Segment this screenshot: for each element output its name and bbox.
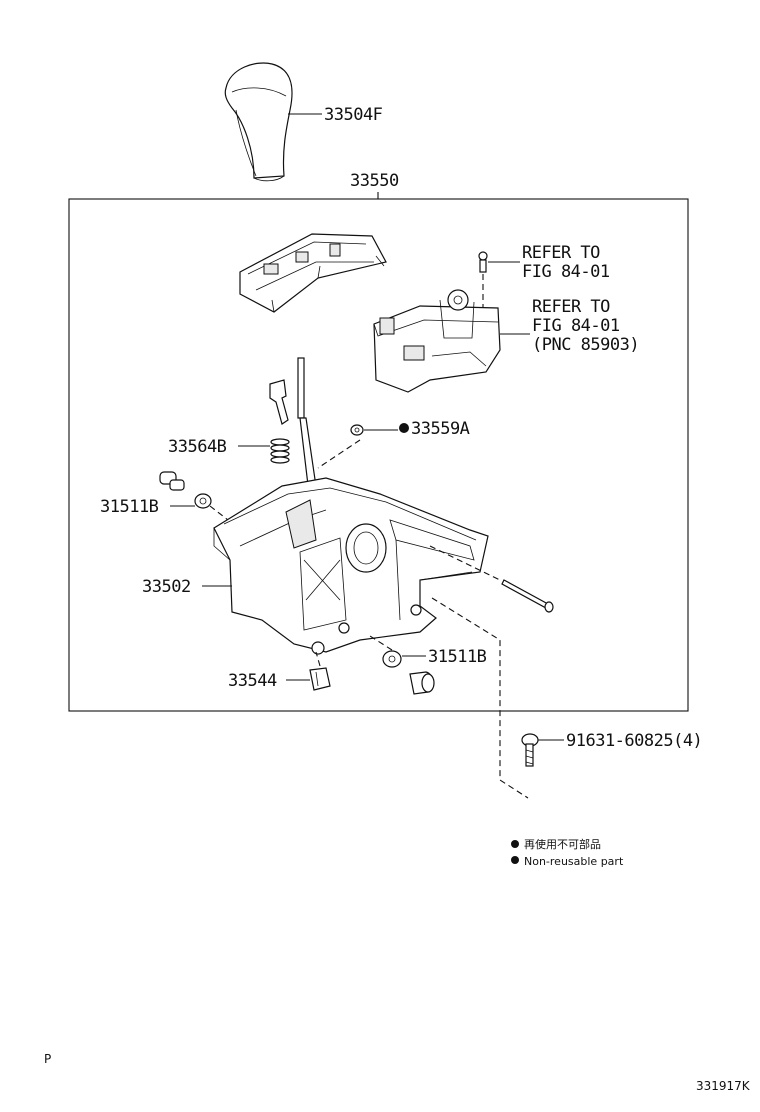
- page-marker: P: [44, 1052, 51, 1066]
- bushing-left-illustration: [159, 471, 212, 509]
- legend-bullet-icon-jp: [511, 840, 519, 848]
- label-33544: 33544: [228, 671, 277, 691]
- label-33550: 33550: [350, 171, 399, 191]
- selector-unit-illustration: [373, 289, 501, 393]
- non-reusable-marker-icon: [399, 423, 409, 433]
- dashed-line-pin: [429, 545, 501, 581]
- dashed-line-bushing-right: [369, 635, 393, 651]
- label-31511b-right: 31511B: [428, 647, 487, 667]
- label-refer-2-line1: REFER TO: [532, 297, 610, 317]
- indicator-cover-illustration: [239, 233, 387, 313]
- clip-illustration: [309, 667, 331, 691]
- dashed-line-clip: [315, 651, 321, 667]
- detent-pin-illustration: [269, 379, 289, 425]
- label-33502: 33502: [142, 577, 191, 597]
- legend-text-jp: 再使用不可部品: [524, 837, 601, 851]
- cushion-illustration: [350, 424, 364, 436]
- legend-bullet-icon-en: [511, 856, 519, 864]
- screw-illustration: [478, 251, 488, 273]
- shift-housing-illustration: [213, 477, 489, 655]
- label-33504f: 33504F: [324, 105, 383, 125]
- label-33564b: 33564B: [168, 437, 227, 457]
- label-31511b-left: 31511B: [100, 497, 159, 517]
- label-refer-2-line2: FIG 84-01: [532, 316, 620, 336]
- assembly-frame: [68, 198, 689, 712]
- mounting-bolt-illustration: [521, 733, 539, 767]
- label-refer-1-line2: FIG 84-01: [522, 262, 610, 282]
- legend-text-en: Non-reusable part: [524, 855, 624, 868]
- label-refer-2-line3: (PNC 85903): [532, 335, 639, 355]
- dashed-line-bushing-left: [209, 505, 229, 521]
- shift-knob-illustration: [224, 62, 293, 182]
- dashed-line-bolt: [431, 597, 529, 799]
- dashed-line-cushion: [317, 439, 361, 469]
- figure-code: 331917K: [696, 1079, 751, 1093]
- label-91631: 91631-60825(4): [566, 731, 702, 751]
- spring-illustration: [270, 438, 290, 464]
- pin-bolt-illustration: [501, 579, 554, 613]
- label-33559a: 33559A: [411, 419, 470, 439]
- bushing-right-illustration: [382, 650, 435, 695]
- label-refer-1-line1: REFER TO: [522, 243, 600, 263]
